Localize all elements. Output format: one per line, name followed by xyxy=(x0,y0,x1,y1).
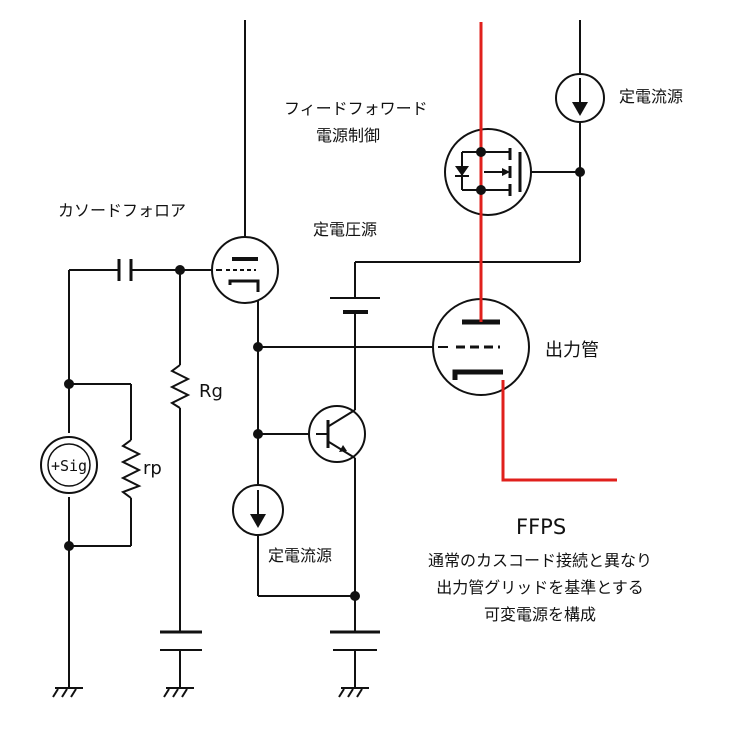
ground-icon xyxy=(338,687,369,698)
coupling-capacitor-icon xyxy=(117,259,133,281)
label-output-tube: 出力管 xyxy=(545,340,599,361)
label-feedforward-line1: フィードフォワード xyxy=(284,99,428,118)
label-sig: +Sig xyxy=(51,457,87,475)
ground-icon xyxy=(163,687,194,698)
current-source-top-icon xyxy=(555,73,605,123)
label-feedforward-line2: 電源制御 xyxy=(316,126,380,145)
label-desc-line1: 通常のカスコード接続と異なり xyxy=(428,551,652,570)
ground-icon xyxy=(52,687,83,698)
junction-dots xyxy=(64,147,585,601)
ground-symbols xyxy=(52,687,369,698)
pnp-transistor-icon xyxy=(308,405,366,463)
label-ccs-bottom: 定電流源 xyxy=(268,546,332,565)
label-desc-line2: 出力管グリッドを基準とする xyxy=(436,578,644,597)
cathode-follower-tube-icon xyxy=(211,236,279,304)
label-rg: Rg xyxy=(199,381,223,402)
feedforward-path xyxy=(479,22,617,482)
resistor-rp-icon xyxy=(120,439,142,499)
current-source-bottom-icon xyxy=(232,484,284,536)
label-cvs: 定電圧源 xyxy=(313,220,377,239)
label-desc-line3: 可変電源を構成 xyxy=(484,605,596,624)
label-ffps-title: FFPS xyxy=(516,515,566,539)
label-cathode-follower: カソードフォロア xyxy=(58,201,186,220)
resistor-rg-icon xyxy=(169,364,191,409)
label-ccs-top: 定電流源 xyxy=(619,87,683,106)
mosfet-icon xyxy=(444,128,532,216)
wires xyxy=(68,20,581,688)
signal-source-icon xyxy=(40,436,98,494)
label-rp: rp xyxy=(143,458,162,479)
